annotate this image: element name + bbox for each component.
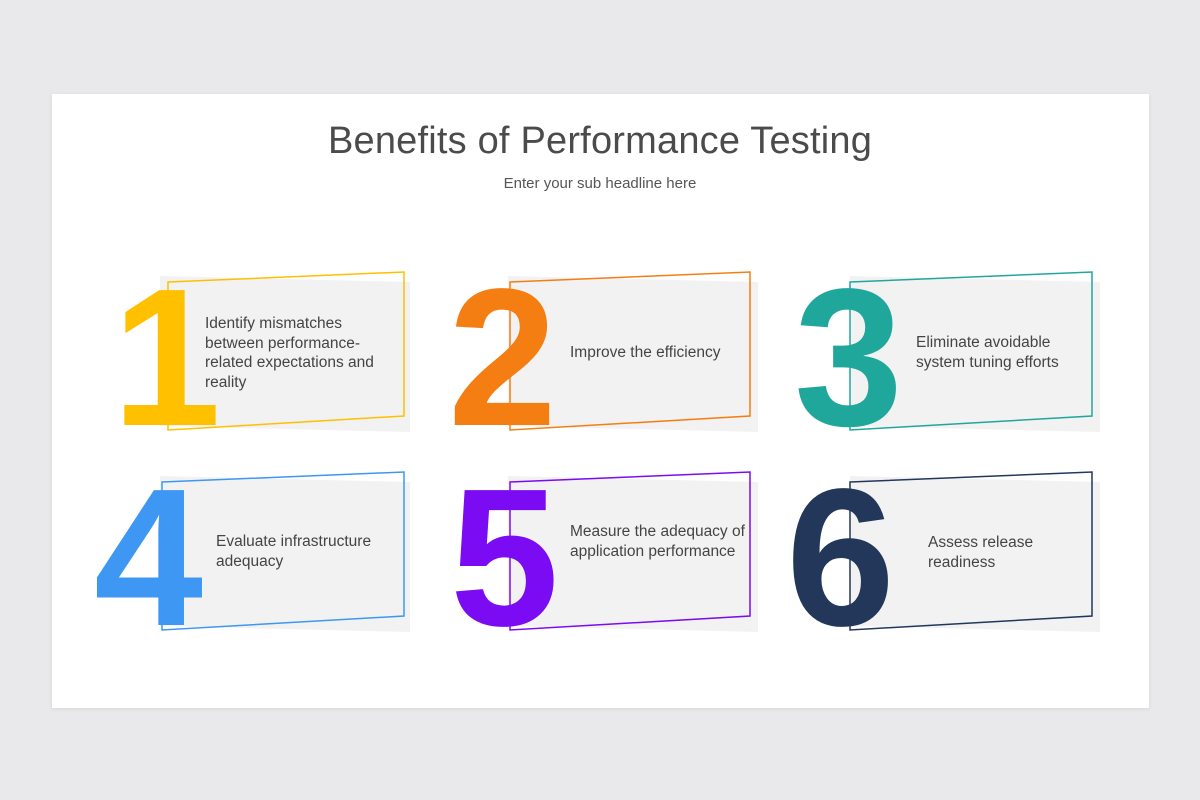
card-frame [849,271,1100,432]
card-fill [160,476,410,632]
benefit-card-3: 3 Eliminate avoidable system tuning effo… [790,260,1110,456]
card-frame [160,271,410,432]
benefit-number-4: 4 [94,448,203,667]
benefit-text-6: Assess release readiness [928,534,1034,571]
card-outline [849,271,1093,431]
card-outline [167,271,405,431]
benefit-card-5: 5 Measure the adequacy of application pe… [448,460,768,656]
benefit-card-2: 2 Improve the efficiency [448,260,768,456]
benefit-card-1: 1 Identify mismatches between performanc… [100,260,420,456]
benefit-number-3: 3 [794,248,903,467]
benefit-text-4: Evaluate infrastructure adequacy [216,533,372,570]
card-outline [509,471,751,631]
page-title: Benefits of Performance Testing [327,120,873,162]
card-fill [850,476,1100,632]
benefit-text-3: Eliminate avoidable system tuning effort… [916,334,1059,371]
card-fill [160,276,410,432]
card-outline [849,471,1093,631]
card-fill [508,476,758,632]
card-frame [849,471,1100,632]
benefit-card-6: 6 Assess release readiness [786,460,1110,656]
card-frame [508,271,758,432]
card-outline [161,471,405,631]
page-subtitle: Enter your sub headline here [503,175,697,192]
benefit-number-6: 6 [786,448,895,667]
card-fill [508,276,758,432]
benefit-number-1: 1 [112,248,221,467]
benefit-card-4: 4 Evaluate infrastructure adequacy [94,460,420,656]
benefit-text-2: Improve the efficiency [570,344,721,361]
card-outline [509,271,751,431]
benefit-text-5: Measure the adequacy of application perf… [570,523,745,560]
card-frame [508,471,758,632]
card-fill [850,276,1100,432]
benefit-text-1: Identify mismatches between performance-… [205,315,374,391]
card-frame [160,471,410,632]
benefit-number-2: 2 [448,248,557,467]
benefit-number-5: 5 [450,448,559,667]
